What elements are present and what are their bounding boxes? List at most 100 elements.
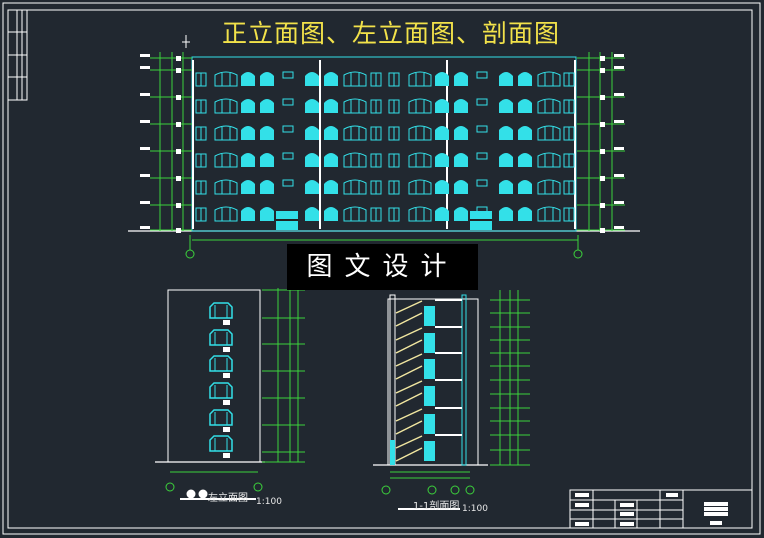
bay-window bbox=[537, 125, 561, 141]
bay-window bbox=[209, 302, 233, 319]
dimension-text bbox=[176, 203, 181, 208]
bay-window bbox=[214, 71, 238, 87]
elevation-mark bbox=[140, 147, 150, 150]
title-block-text bbox=[620, 522, 634, 526]
arched-window bbox=[435, 180, 449, 194]
title-block-text bbox=[704, 512, 728, 516]
axis-bubble bbox=[427, 485, 437, 495]
section-wall bbox=[461, 294, 467, 466]
section-scale: 1:100 bbox=[462, 504, 488, 514]
section-outline bbox=[387, 298, 479, 466]
stair-window bbox=[424, 333, 435, 353]
level-text bbox=[223, 320, 230, 325]
arched-window bbox=[241, 207, 255, 221]
bay-window bbox=[537, 71, 561, 87]
arched-window bbox=[324, 207, 338, 221]
section-wall bbox=[389, 294, 396, 466]
view-symbol bbox=[186, 489, 196, 499]
axis-bubble bbox=[465, 485, 475, 495]
arched-window bbox=[499, 126, 513, 140]
axis-bubble bbox=[450, 485, 460, 495]
stair-flight bbox=[395, 435, 423, 462]
arched-window bbox=[454, 207, 468, 221]
arched-window bbox=[454, 153, 468, 167]
bay-window bbox=[343, 179, 367, 195]
stair-window bbox=[424, 441, 435, 461]
axis-bubble bbox=[253, 482, 263, 492]
stair-flight bbox=[395, 408, 423, 435]
elevation-mark bbox=[140, 54, 150, 57]
bay-window bbox=[343, 206, 367, 222]
arched-window bbox=[454, 126, 468, 140]
stair-window bbox=[282, 98, 294, 106]
bay-window bbox=[408, 125, 432, 141]
arched-window bbox=[324, 72, 338, 86]
arched-window bbox=[241, 153, 255, 167]
dimension-text bbox=[176, 228, 181, 233]
elevation-mark bbox=[614, 66, 624, 69]
elevation-mark bbox=[614, 226, 624, 229]
bay-window bbox=[209, 435, 233, 452]
bay-window bbox=[343, 71, 367, 87]
bay-window bbox=[408, 206, 432, 222]
bay-window bbox=[408, 152, 432, 168]
arched-window bbox=[499, 153, 513, 167]
dimension-text bbox=[600, 149, 605, 154]
dimension-text bbox=[600, 122, 605, 127]
title-block-text bbox=[575, 522, 589, 526]
dimension-text bbox=[176, 68, 181, 73]
arched-window bbox=[518, 126, 532, 140]
elevation-mark bbox=[140, 120, 150, 123]
elevation-mark bbox=[140, 201, 150, 204]
stair-window bbox=[282, 125, 294, 133]
stair-window bbox=[282, 179, 294, 187]
arched-window bbox=[260, 153, 274, 167]
bay-window bbox=[408, 71, 432, 87]
arched-window bbox=[454, 180, 468, 194]
dimension-text bbox=[600, 95, 605, 100]
stair-flight bbox=[395, 353, 423, 380]
arched-window bbox=[435, 72, 449, 86]
drawing-title: 正立面图、左立面图、剖面图 bbox=[221, 19, 560, 48]
dimension-text bbox=[176, 122, 181, 127]
title-block-text bbox=[575, 493, 589, 497]
bay-window bbox=[343, 125, 367, 141]
title-block-text bbox=[704, 507, 728, 511]
stair-window bbox=[424, 386, 435, 406]
arched-window bbox=[499, 207, 513, 221]
arched-window bbox=[518, 153, 532, 167]
elevation-mark bbox=[614, 93, 624, 96]
stair-window bbox=[282, 152, 294, 160]
elevation-mark bbox=[614, 120, 624, 123]
arched-window bbox=[260, 72, 274, 86]
arched-window bbox=[518, 207, 532, 221]
arched-window bbox=[305, 207, 319, 221]
view-symbol bbox=[198, 489, 208, 499]
elevation-mark bbox=[614, 201, 624, 204]
stair-window bbox=[282, 71, 294, 79]
arched-window bbox=[305, 99, 319, 113]
stair-window bbox=[476, 179, 488, 187]
title-block-text bbox=[704, 502, 728, 506]
elevation-mark bbox=[614, 147, 624, 150]
elevation-mark bbox=[140, 93, 150, 96]
inner-frame bbox=[7, 9, 753, 529]
stair-flight bbox=[395, 327, 423, 354]
arched-window bbox=[454, 72, 468, 86]
axis-bubble bbox=[185, 249, 195, 259]
dimension-text bbox=[600, 176, 605, 181]
arched-window bbox=[305, 153, 319, 167]
stair-window bbox=[476, 71, 488, 79]
bay-window bbox=[214, 179, 238, 195]
dimension-text bbox=[176, 149, 181, 154]
dimension-text bbox=[600, 228, 605, 233]
arched-window bbox=[305, 72, 319, 86]
axis-bubble bbox=[381, 485, 391, 495]
bay-window bbox=[537, 98, 561, 114]
elevation-mark bbox=[614, 54, 624, 57]
stair-flight bbox=[395, 380, 423, 407]
watermark: 图文设计 bbox=[287, 244, 478, 290]
left-elevation-label: 左立面图 bbox=[208, 493, 248, 504]
arched-window bbox=[305, 126, 319, 140]
stair-window bbox=[476, 152, 488, 160]
